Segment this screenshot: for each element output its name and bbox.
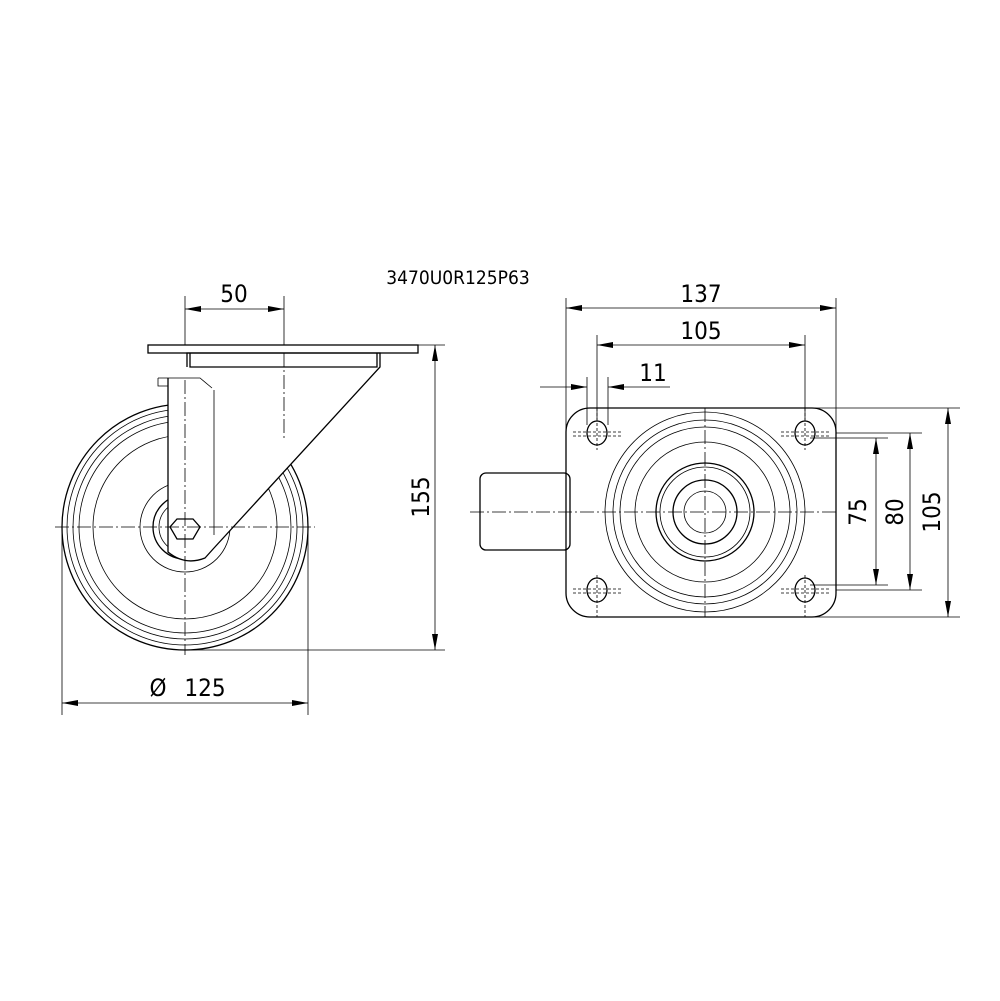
side-view: 50 155 Ø 125 [55,280,445,715]
dim-plate-width-label: 137 [680,280,721,308]
mounting-plate [565,407,837,618]
dim-height-label: 155 [407,476,435,517]
top-view: 137 105 11 75 80 105 [470,280,960,618]
mounting-holes [573,408,830,617]
part-number: 3470U0R125P63 [386,267,529,289]
diameter-symbol: Ø [150,674,167,702]
dim-hole-spacing-y-inner-label: 75 [844,498,872,525]
dim-hole-spacing-x-label: 105 [680,317,721,345]
dim-hole-size-label: 11 [639,359,666,387]
dim-hole-spacing-y-label: 80 [881,498,909,525]
dim-plate-height-label: 105 [918,491,946,532]
fork-bracket [147,344,419,562]
dim-diameter-label: 125 [184,674,225,702]
stem [479,472,571,551]
dim-offset-label: 50 [220,280,247,308]
